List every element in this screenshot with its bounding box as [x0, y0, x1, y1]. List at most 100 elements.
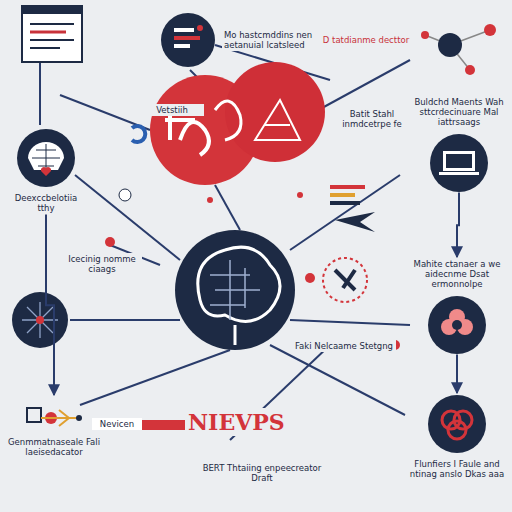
icon-node: Deexccbelotiia tthy: [4, 128, 88, 214]
monitor-icon-part: [446, 154, 472, 168]
target-ring: [335, 270, 355, 290]
molecule-icon: [438, 33, 462, 57]
chart-icon-part: [161, 13, 215, 67]
node-icon: [19, 396, 89, 432]
pin-marker: [105, 237, 115, 247]
wire: [270, 345, 405, 415]
brain-circle: [175, 230, 295, 350]
chart-icon: [161, 13, 215, 67]
molecule-icon: [421, 31, 429, 39]
wire: [70, 319, 180, 321]
network-circle: [12, 292, 68, 348]
magnet-icon: [132, 126, 145, 142]
molecule-icon: [421, 24, 496, 75]
pin-marker: [207, 197, 213, 203]
molecule-icon: [465, 65, 475, 75]
brain-circle: [234, 325, 237, 345]
annotation-label: Icecinig nomme ciaags: [62, 253, 142, 275]
chart-icon-part: [174, 44, 190, 48]
node-caption: Flunfiers I Faule and ntinag anslo Dkas …: [404, 458, 510, 480]
heart-icon-part: [32, 144, 60, 170]
heart-icon-part: [17, 129, 75, 187]
document-icon: [30, 23, 74, 25]
knot-icon-part: [448, 421, 466, 439]
icon-node: Mo hastcmddins nen aetanuial lcatsleed: [160, 12, 330, 68]
knot-icon: [428, 395, 486, 453]
flower-icon-part: [452, 320, 462, 330]
annotation-label: D tatdianme decttor: [318, 34, 414, 46]
monitor-icon-part: [430, 134, 488, 192]
robot-icon: [27, 408, 82, 426]
node-caption: Mo hastcmddins nen aetanuial lcatsleed: [222, 29, 326, 51]
icon-node: Flunfiers I Faule and ntinag anslo Dkas …: [404, 394, 510, 480]
plane-icon: [335, 212, 375, 232]
annotation-label: Nevicen: [92, 418, 142, 430]
monitor-icon-part: [443, 151, 475, 171]
heart-icon: [17, 129, 75, 187]
node-caption: Deexccbelotiia tthy: [4, 192, 88, 214]
connector: [456, 355, 458, 393]
node-icon: [429, 133, 489, 193]
flower-icon: [428, 296, 486, 354]
wire: [39, 62, 41, 125]
plane-icon: [330, 193, 355, 197]
document-icon: [30, 31, 66, 34]
red-band: [140, 420, 185, 430]
red-circle-pair: [150, 62, 325, 185]
monitor-icon: [430, 134, 488, 192]
node-caption: Genmmatnaseale Fali laeisedacator: [4, 436, 104, 458]
target-ring: [323, 258, 367, 302]
annotation-label: Batit Stahl inmdcetrpe fe: [334, 108, 410, 130]
plane-icon: [330, 185, 365, 189]
robot-icon-part: [41, 410, 81, 426]
wire: [215, 185, 240, 230]
annotation-label: Faki Nelcaame Stetgng: [292, 340, 396, 352]
chart-icon-part: [197, 25, 203, 31]
title-wordmark: NIEVPS: [186, 408, 286, 436]
robot-icon-part: [76, 415, 82, 421]
icon-node: Buldchd Maents Wah sttcrdecinuare Mal ia…: [408, 96, 510, 193]
connector: [457, 193, 459, 257]
wire: [75, 175, 180, 260]
chart-icon-part: [174, 28, 194, 32]
wire: [80, 350, 230, 405]
heart-icon-part: [41, 167, 51, 176]
monitor-icon-part: [439, 172, 479, 175]
flower-icon-part: [428, 296, 486, 354]
network-circle: [22, 302, 58, 338]
node-icon: [427, 295, 487, 355]
red-circle-pair: [215, 101, 241, 140]
node-caption: Buldchd Maents Wah sttcrdecinuare Mal ia…: [408, 96, 510, 129]
network-circle: [36, 316, 44, 324]
document-icon: [22, 6, 82, 62]
chart-icon-part: [174, 36, 200, 40]
wire: [290, 175, 400, 250]
node-caption: Mahite ctanaer a we aidecnme Dsat ermonn…: [404, 258, 510, 291]
document-icon: [22, 6, 82, 14]
red-circle-pair: [165, 110, 209, 155]
pin-marker: [297, 192, 303, 198]
knot-icon-part: [428, 395, 486, 453]
node-icon: [160, 12, 216, 68]
node-icon: [16, 128, 76, 188]
connector: [46, 214, 54, 395]
annotation-label: BERT Thtaiing enpeecreator Draft: [200, 462, 324, 484]
pin-marker: [105, 189, 400, 350]
heart-icon-part: [28, 142, 64, 170]
target-ring: [323, 258, 367, 302]
pin-marker: [305, 273, 315, 283]
robot-icon-part: [27, 408, 41, 422]
network-circle: [12, 292, 68, 348]
document-icon: [30, 39, 74, 41]
red-band: [140, 420, 185, 430]
plane-icon: [330, 185, 375, 232]
document-icon: [22, 6, 82, 62]
red-circle-pair: [255, 100, 300, 140]
molecule-icon: [484, 24, 496, 36]
magnet-icon: [132, 126, 145, 142]
wire: [290, 320, 410, 325]
node-icon: [427, 394, 487, 454]
brain-circle: [198, 247, 280, 321]
icon-node: Genmmatnaseale Fali laeisedacator: [4, 396, 104, 458]
